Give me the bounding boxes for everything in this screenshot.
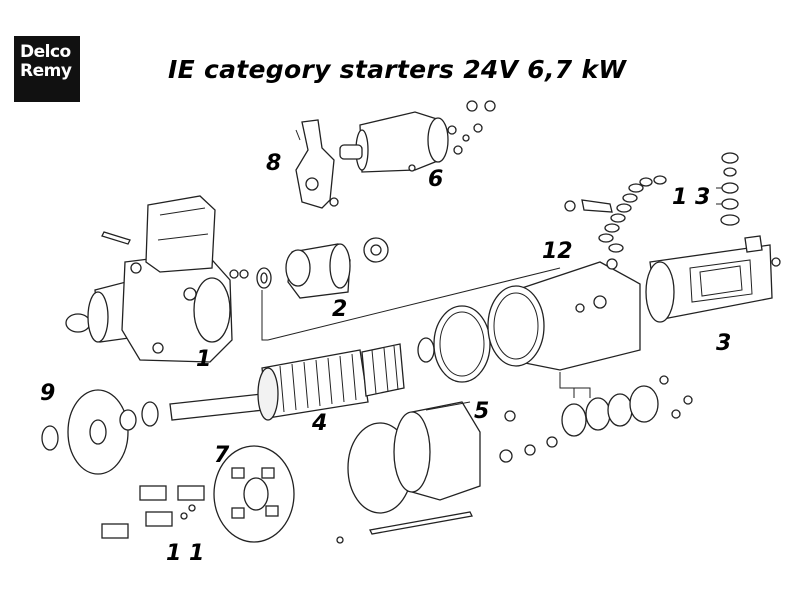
field-frame-washers <box>598 175 667 253</box>
part-13-terminal-hardware <box>716 152 740 226</box>
end-frame-ring-set <box>559 372 693 437</box>
logo-line-2: Remy <box>20 61 72 81</box>
part-6-solenoid <box>339 100 496 173</box>
logo-line-1: Delco <box>20 42 71 62</box>
callout-12: 12 <box>542 239 573 264</box>
delco-remy-logo: Delco Remy <box>14 36 80 102</box>
callout-1: 1 <box>196 347 211 372</box>
part-9-intermediate-plate <box>41 389 159 475</box>
callout-11: 1 1 <box>166 541 204 566</box>
callout-5: 5 <box>474 399 489 424</box>
callout-8: 8 <box>266 151 281 176</box>
callout-3: 3 <box>716 331 731 356</box>
part-12-field-frame <box>433 175 667 383</box>
callout-13: 1 3 <box>672 185 710 210</box>
page-title: IE category starters 24V 6,7 kW <box>168 55 627 84</box>
part-3-commutator-end-frame <box>645 235 781 323</box>
callout-9: 9 <box>40 381 55 406</box>
part-1-drive-housing <box>65 195 249 363</box>
part-7-brush-plate <box>213 445 295 543</box>
callout-2: 2 <box>332 297 347 322</box>
part-5-brush-frame <box>336 401 558 544</box>
callout-6: 6 <box>428 167 443 192</box>
callout-4: 4 <box>311 411 327 436</box>
part-11-brushes <box>101 485 205 539</box>
callout-7: 7 <box>214 443 230 468</box>
part-4-armature <box>169 267 561 421</box>
part-8-shift-lever <box>295 119 339 209</box>
part-2-pinion-drive <box>256 237 389 299</box>
callout-numbers: 1 2 3 4 5 6 7 8 9 1 1 12 1 3 <box>40 151 731 566</box>
